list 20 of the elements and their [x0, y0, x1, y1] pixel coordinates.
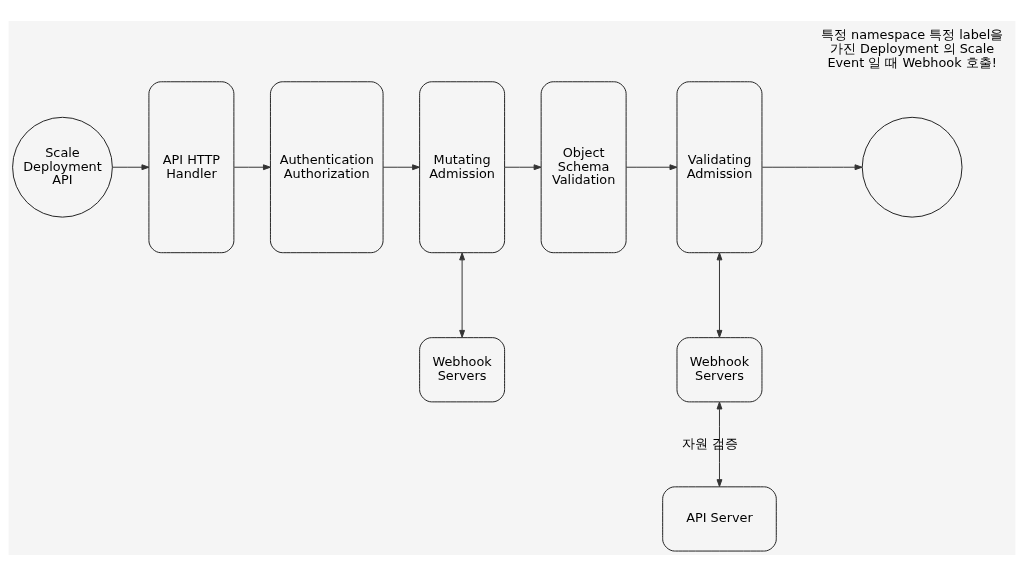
node-box: Webhook Servers	[419, 337, 506, 403]
arrow	[625, 164, 678, 171]
node-box: Mutating Admission	[419, 81, 506, 254]
node-box: API Server	[662, 486, 777, 552]
arrow	[504, 164, 542, 171]
arrow	[233, 164, 271, 171]
node-box: Object Schema Validation	[540, 81, 627, 254]
node-box: API HTTP Handler	[148, 81, 235, 254]
node-circle: Scale Deployment API	[12, 116, 113, 218]
node-box: Validating Admission	[676, 81, 763, 254]
arrow	[112, 164, 150, 171]
node-box: Authentication Authorization	[269, 81, 384, 254]
arrow	[716, 401, 723, 488]
node-box: Webhook Servers	[676, 337, 763, 403]
node-circle	[861, 116, 963, 218]
label: 특정 namespace 특정 label을 가진 Deployment 의 Scale Event 일 때 Webhook 호출!	[820, 27, 1004, 70]
arrow	[716, 252, 723, 338]
arrow	[459, 252, 466, 338]
arrow	[761, 164, 863, 171]
arrow	[382, 164, 420, 171]
